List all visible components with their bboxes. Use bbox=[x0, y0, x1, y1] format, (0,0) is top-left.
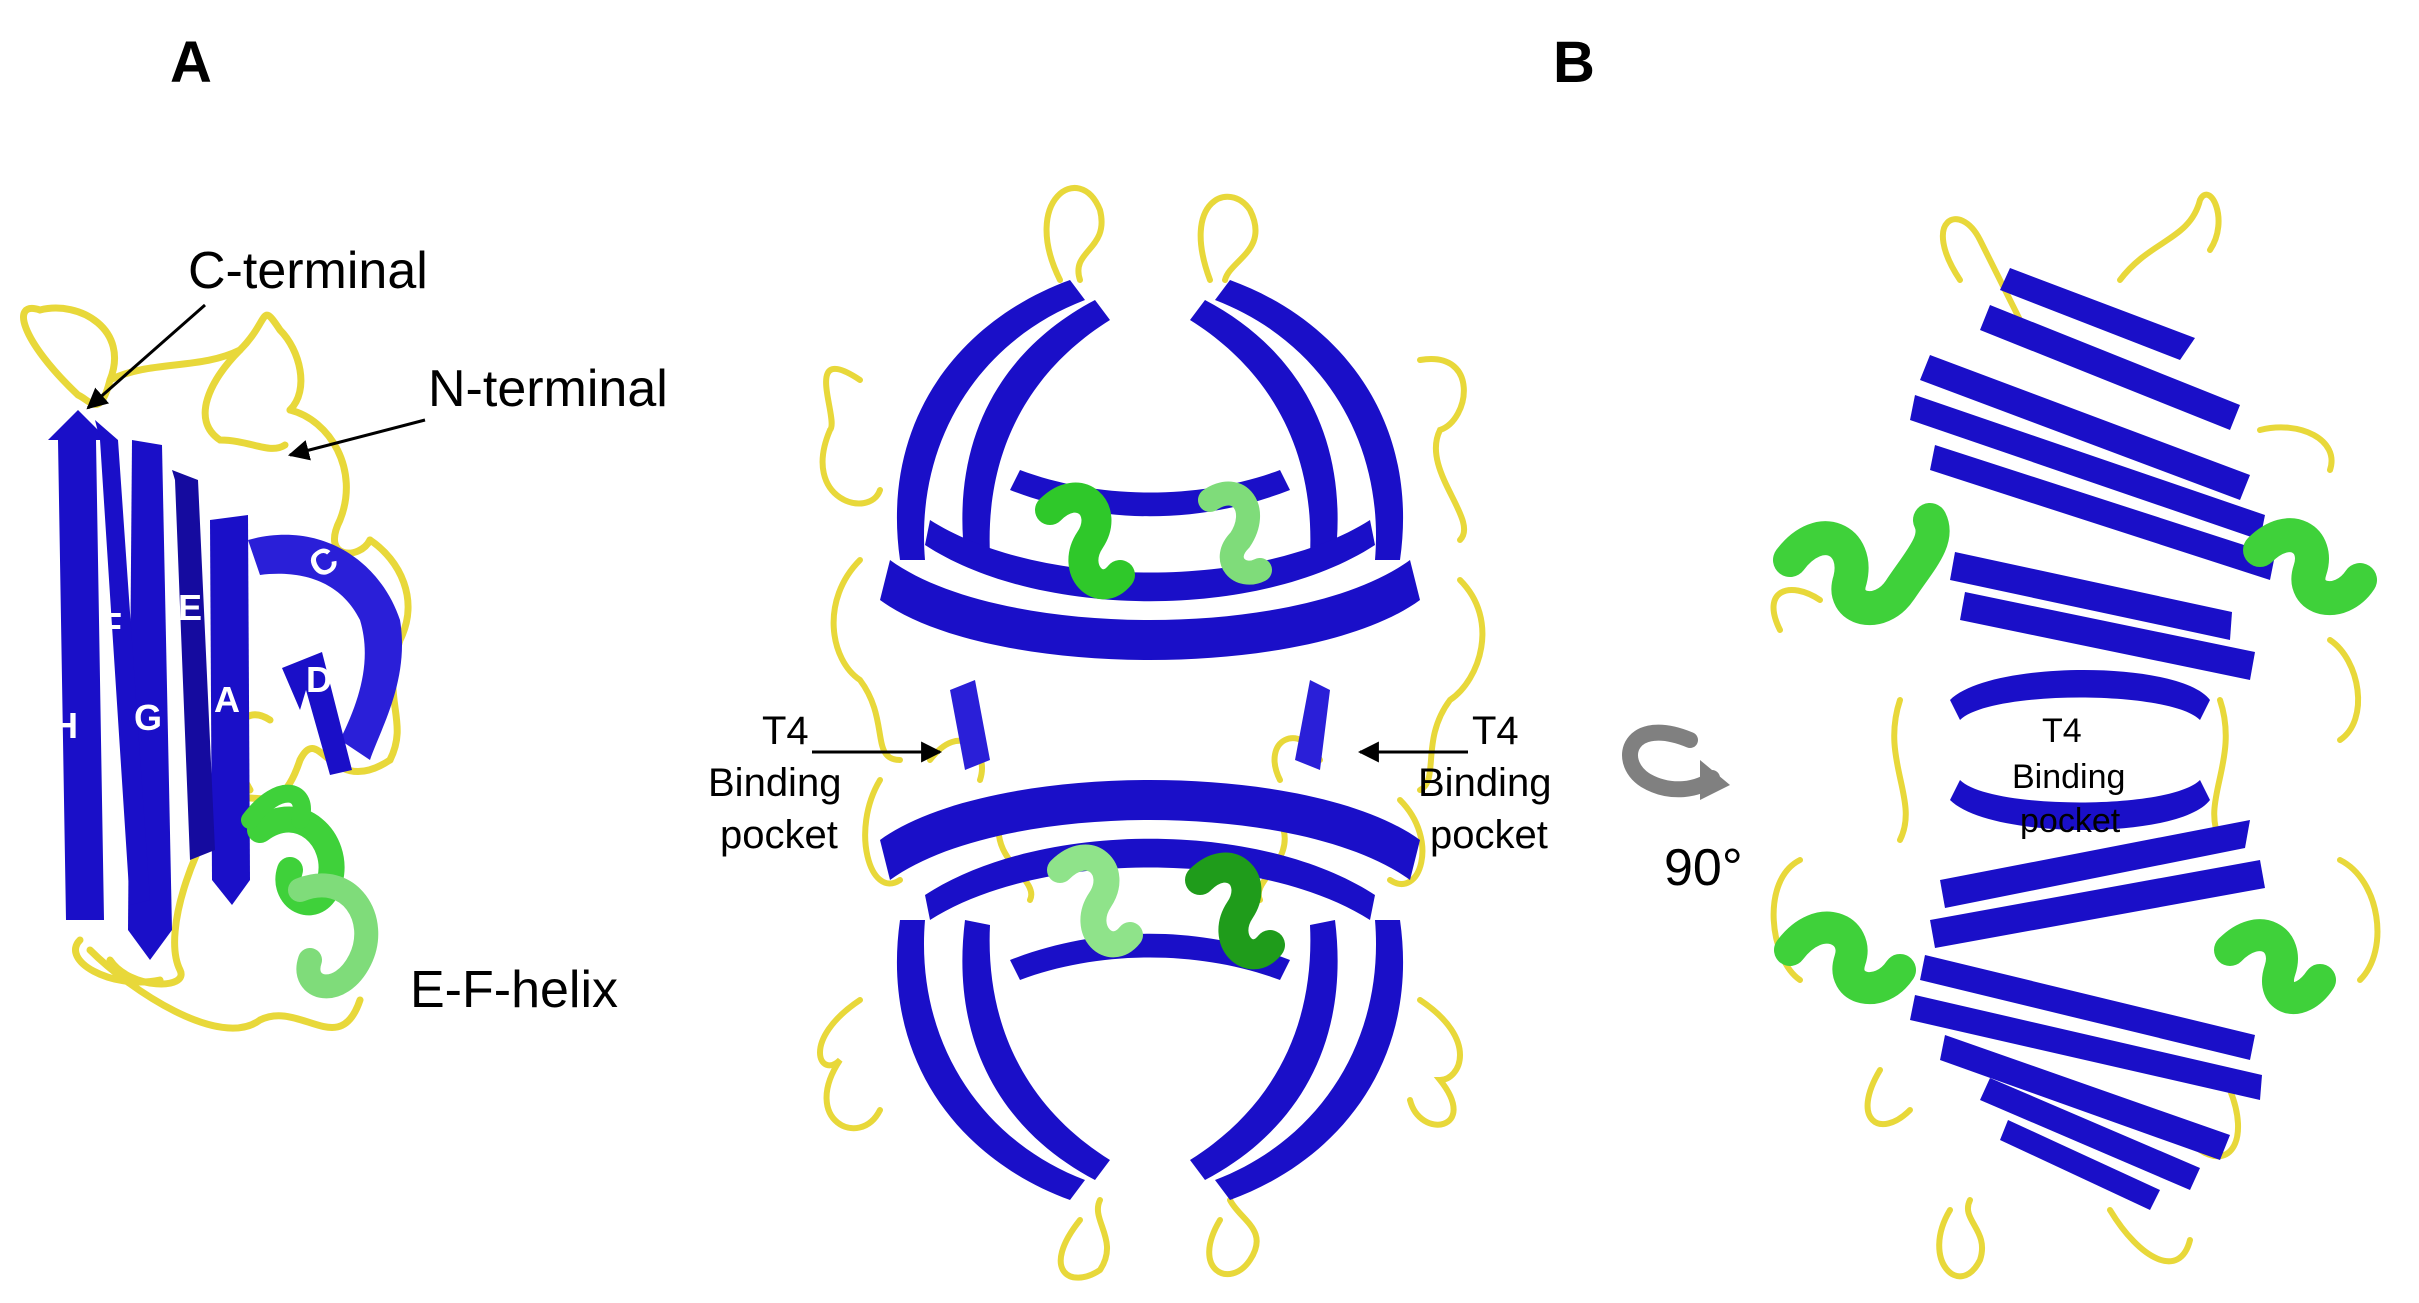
strand-label-d: D bbox=[306, 659, 332, 700]
c-terminal-label: C-terminal bbox=[188, 242, 428, 300]
strand-label-b: B bbox=[262, 569, 288, 610]
t4-right-line1: T4 bbox=[1472, 709, 1519, 753]
panel-b-letter: B bbox=[1553, 30, 1595, 95]
t4-left-line3: pocket bbox=[720, 813, 838, 857]
front-top-strands bbox=[880, 280, 1420, 660]
n-terminal-arrow bbox=[287, 418, 426, 461]
t4-left-line2: Binding bbox=[708, 761, 841, 805]
front-loops bbox=[817, 185, 1486, 1281]
monomer-structure: H G A F E B C D bbox=[20, 304, 412, 1032]
strand-label-f: F bbox=[100, 605, 122, 646]
side-strands bbox=[1910, 268, 2275, 1210]
front-bottom-strands bbox=[880, 780, 1420, 1200]
strand-a-shape bbox=[210, 515, 250, 905]
t4-side-line3: pocket bbox=[2020, 802, 2121, 840]
side-loops bbox=[1770, 191, 2381, 1280]
t4-right-line2: Binding bbox=[1418, 761, 1551, 805]
t4-right-line3: pocket bbox=[1430, 813, 1548, 857]
ef-helix-label: E-F-helix bbox=[410, 961, 618, 1019]
ef-helix-shape bbox=[241, 784, 379, 999]
panel-a-letter: A bbox=[170, 30, 212, 95]
front-helices bbox=[1035, 481, 1285, 970]
t4-side-line1: T4 bbox=[2042, 712, 2082, 750]
strand-label-g: G bbox=[134, 697, 162, 738]
c-terminal-arrow bbox=[86, 303, 206, 410]
rotation-arrow-icon bbox=[1622, 724, 1730, 800]
side-helices bbox=[1773, 503, 2377, 1014]
tetramer-side-view bbox=[1770, 191, 2381, 1280]
tetramer-front-view bbox=[817, 185, 1486, 1281]
strand-bc-shape bbox=[248, 534, 403, 760]
n-terminal-label: N-terminal bbox=[428, 360, 668, 418]
front-central-strands bbox=[950, 680, 1330, 770]
strand-d-shape bbox=[282, 652, 352, 775]
t4-left-line1: T4 bbox=[762, 709, 809, 753]
strand-f-shape bbox=[95, 420, 150, 905]
strand-e-shape bbox=[172, 470, 215, 860]
rotation-label: 90° bbox=[1664, 839, 1743, 897]
strand-label-h: H bbox=[52, 705, 78, 746]
monomer-strands bbox=[48, 410, 403, 960]
strand-h-shape bbox=[48, 410, 108, 920]
strand-label-e: E bbox=[178, 587, 202, 628]
t4-side-line2: Binding bbox=[2012, 758, 2125, 796]
strand-label-a: A bbox=[214, 679, 240, 720]
